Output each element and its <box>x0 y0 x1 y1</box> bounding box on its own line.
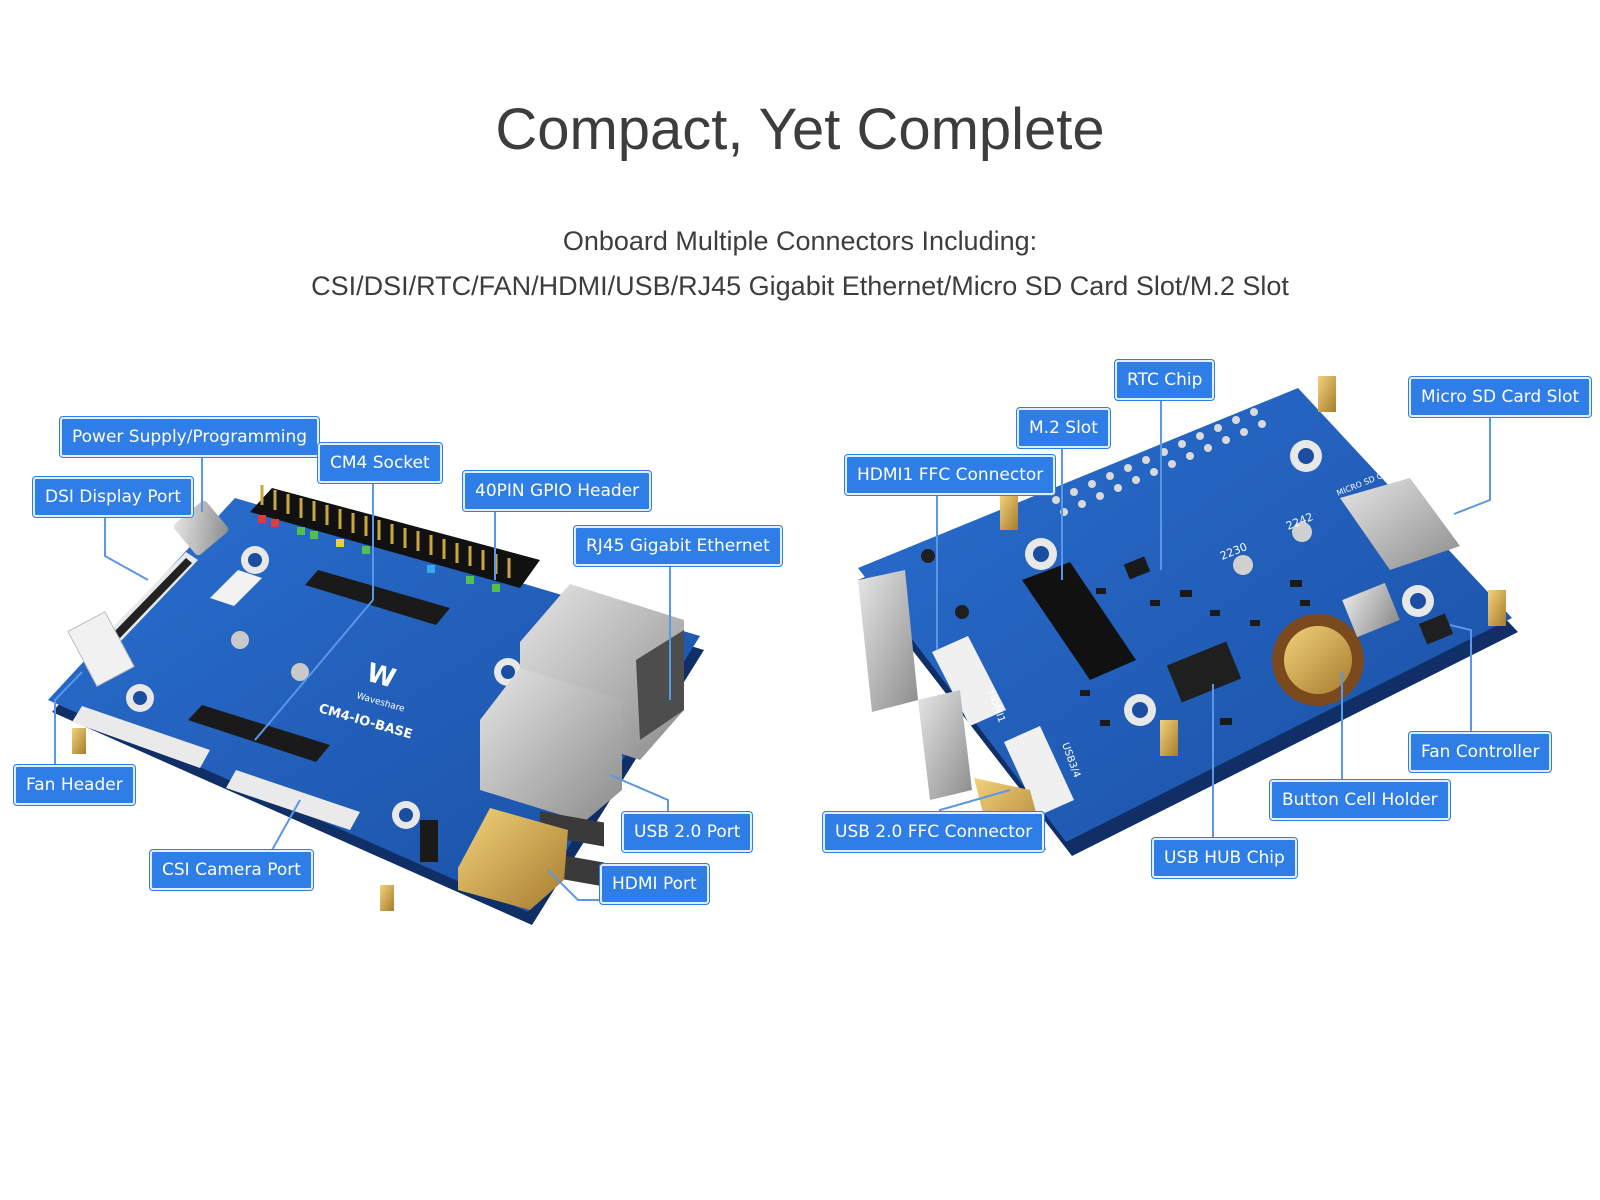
callout-power-supply: Power Supply/Programming <box>60 417 320 457</box>
callout-usb-2-0-ffc-connector: USB 2.0 FFC Connector <box>823 812 1045 852</box>
callout-micro-sd-card-slot: Micro SD Card Slot <box>1409 377 1592 417</box>
usb-stack-back <box>918 690 972 800</box>
callout-rj45-gigabit-ethernet: RJ45 Gigabit Ethernet <box>574 526 782 566</box>
callout-m2-slot: M.2 Slot <box>1017 408 1110 448</box>
callout-usb-hub-chip: USB HUB Chip <box>1152 838 1297 878</box>
m2-slot-connector <box>1022 562 1136 680</box>
rtc-chip-ic <box>1123 556 1151 580</box>
callout-hdmi-port: HDMI Port <box>600 864 709 904</box>
callout-dsi-display-port: DSI Display Port <box>33 477 194 517</box>
standoff <box>1318 376 1336 412</box>
callout-usb-2-0-port: USB 2.0 Port <box>622 812 753 852</box>
standoff <box>1488 590 1506 626</box>
boot-switch <box>420 820 438 862</box>
callout-hdmi1-ffc-connector: HDMI1 FFC Connector <box>845 455 1056 495</box>
gpio-header <box>250 485 540 592</box>
usb2-stack <box>480 668 622 822</box>
callout-cm4-socket: CM4 Socket <box>318 443 442 483</box>
board-front: W Waveshare CM4-IO-BASE <box>48 485 704 925</box>
callout-40pin-gpio-header: 40PIN GPIO Header <box>463 471 652 511</box>
fan-controller-ic <box>1418 613 1454 645</box>
fan-header-connector <box>67 611 135 687</box>
standoff <box>1000 494 1018 530</box>
board-back: 2230 2242 MICRO SD CARD HDMI1 USB3/4 <box>858 376 1518 856</box>
csi-ffc-connector <box>226 770 360 830</box>
hdmi-port-connector <box>458 808 568 910</box>
standoff <box>1160 720 1178 756</box>
callout-button-cell-holder: Button Cell Holder <box>1270 780 1450 820</box>
usb2-ffc-connector <box>1004 726 1074 816</box>
callout-rtc-chip: RTC Chip <box>1115 360 1215 400</box>
csi-ffc-connector <box>72 706 210 768</box>
page-subtitle-line2: CSI/DSI/RTC/FAN/HDMI/USB/RJ45 Gigabit Et… <box>311 271 1289 301</box>
callout-csi-camera-port: CSI Camera Port <box>150 850 313 890</box>
standoff <box>72 728 86 754</box>
micro-sd-slot-connector <box>1340 478 1460 570</box>
standoff <box>380 885 394 911</box>
usb-hub-chip-ic <box>1166 641 1242 703</box>
leader-lines <box>54 396 1491 901</box>
cm4-socket-connector <box>188 705 330 762</box>
rj45-jack-back <box>858 570 918 712</box>
cm4-socket-connector <box>305 570 450 625</box>
page-subtitle-line1: Onboard Multiple Connectors Including: <box>562 226 1038 256</box>
page-title: Compact, Yet Complete <box>495 97 1105 162</box>
callout-fan-controller: Fan Controller <box>1409 732 1552 772</box>
board-front-pcb <box>48 498 700 912</box>
callout-fan-header: Fan Header <box>14 765 135 805</box>
hdmi1-ffc-connector <box>932 636 1006 726</box>
smd-components <box>1080 580 1310 726</box>
